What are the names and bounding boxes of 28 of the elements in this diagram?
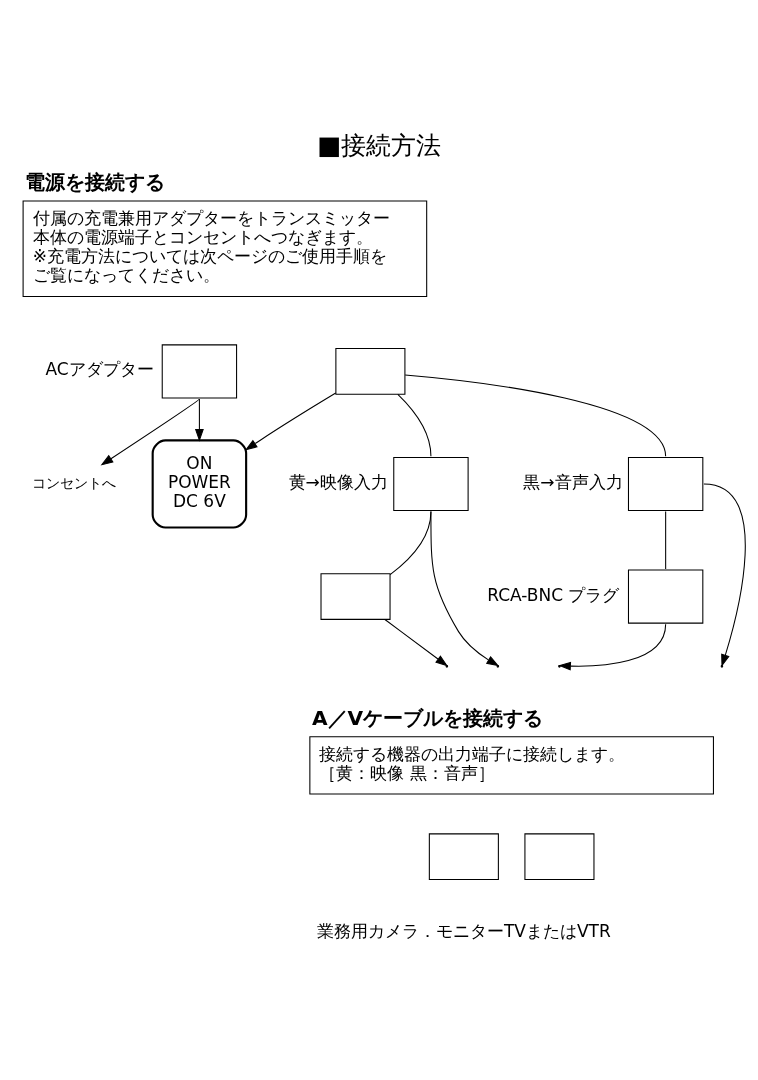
node-box bbox=[627, 456, 704, 511]
connector bbox=[404, 373, 667, 457]
connector bbox=[665, 510, 667, 569]
node-label: 黒→音声入力 bbox=[523, 471, 623, 492]
node-box bbox=[393, 456, 469, 511]
node-box bbox=[335, 347, 406, 395]
node-box: ON POWER DC 6V bbox=[151, 438, 248, 529]
arrow bbox=[100, 398, 200, 466]
node-box bbox=[320, 572, 391, 620]
node-label: 電源を接続する bbox=[25, 169, 166, 194]
node-box: 付属の充電兼用アダプターをトランスミッター本体の電源端子とコンセントへつなぎます。※充電方法については次ページのご使用手順をご覧になってください。 bbox=[22, 199, 428, 297]
node-box bbox=[627, 568, 704, 624]
node-box: 接続する機器の出力端子に接続します。［黄：映像 黒：音声］ bbox=[309, 735, 714, 795]
diagram-title: ■接続方法 bbox=[316, 129, 442, 160]
arrow bbox=[244, 392, 337, 451]
arrow bbox=[430, 510, 500, 666]
node-box bbox=[161, 343, 238, 398]
node-label: A／Vケーブルを接続する bbox=[311, 705, 544, 730]
node-label: 黄→映像入力 bbox=[288, 471, 388, 492]
connector bbox=[397, 393, 432, 457]
node-box bbox=[524, 832, 595, 880]
label: 業務用カメラ．モニターTVまたはVTR bbox=[316, 920, 611, 941]
node-box bbox=[428, 832, 499, 880]
node-label: ACアダプター bbox=[45, 358, 154, 379]
node-label: RCA-BNC プラグ bbox=[487, 584, 620, 605]
arrow bbox=[384, 618, 449, 666]
arrow bbox=[194, 398, 204, 442]
node-text: コンセントへ bbox=[32, 474, 117, 491]
